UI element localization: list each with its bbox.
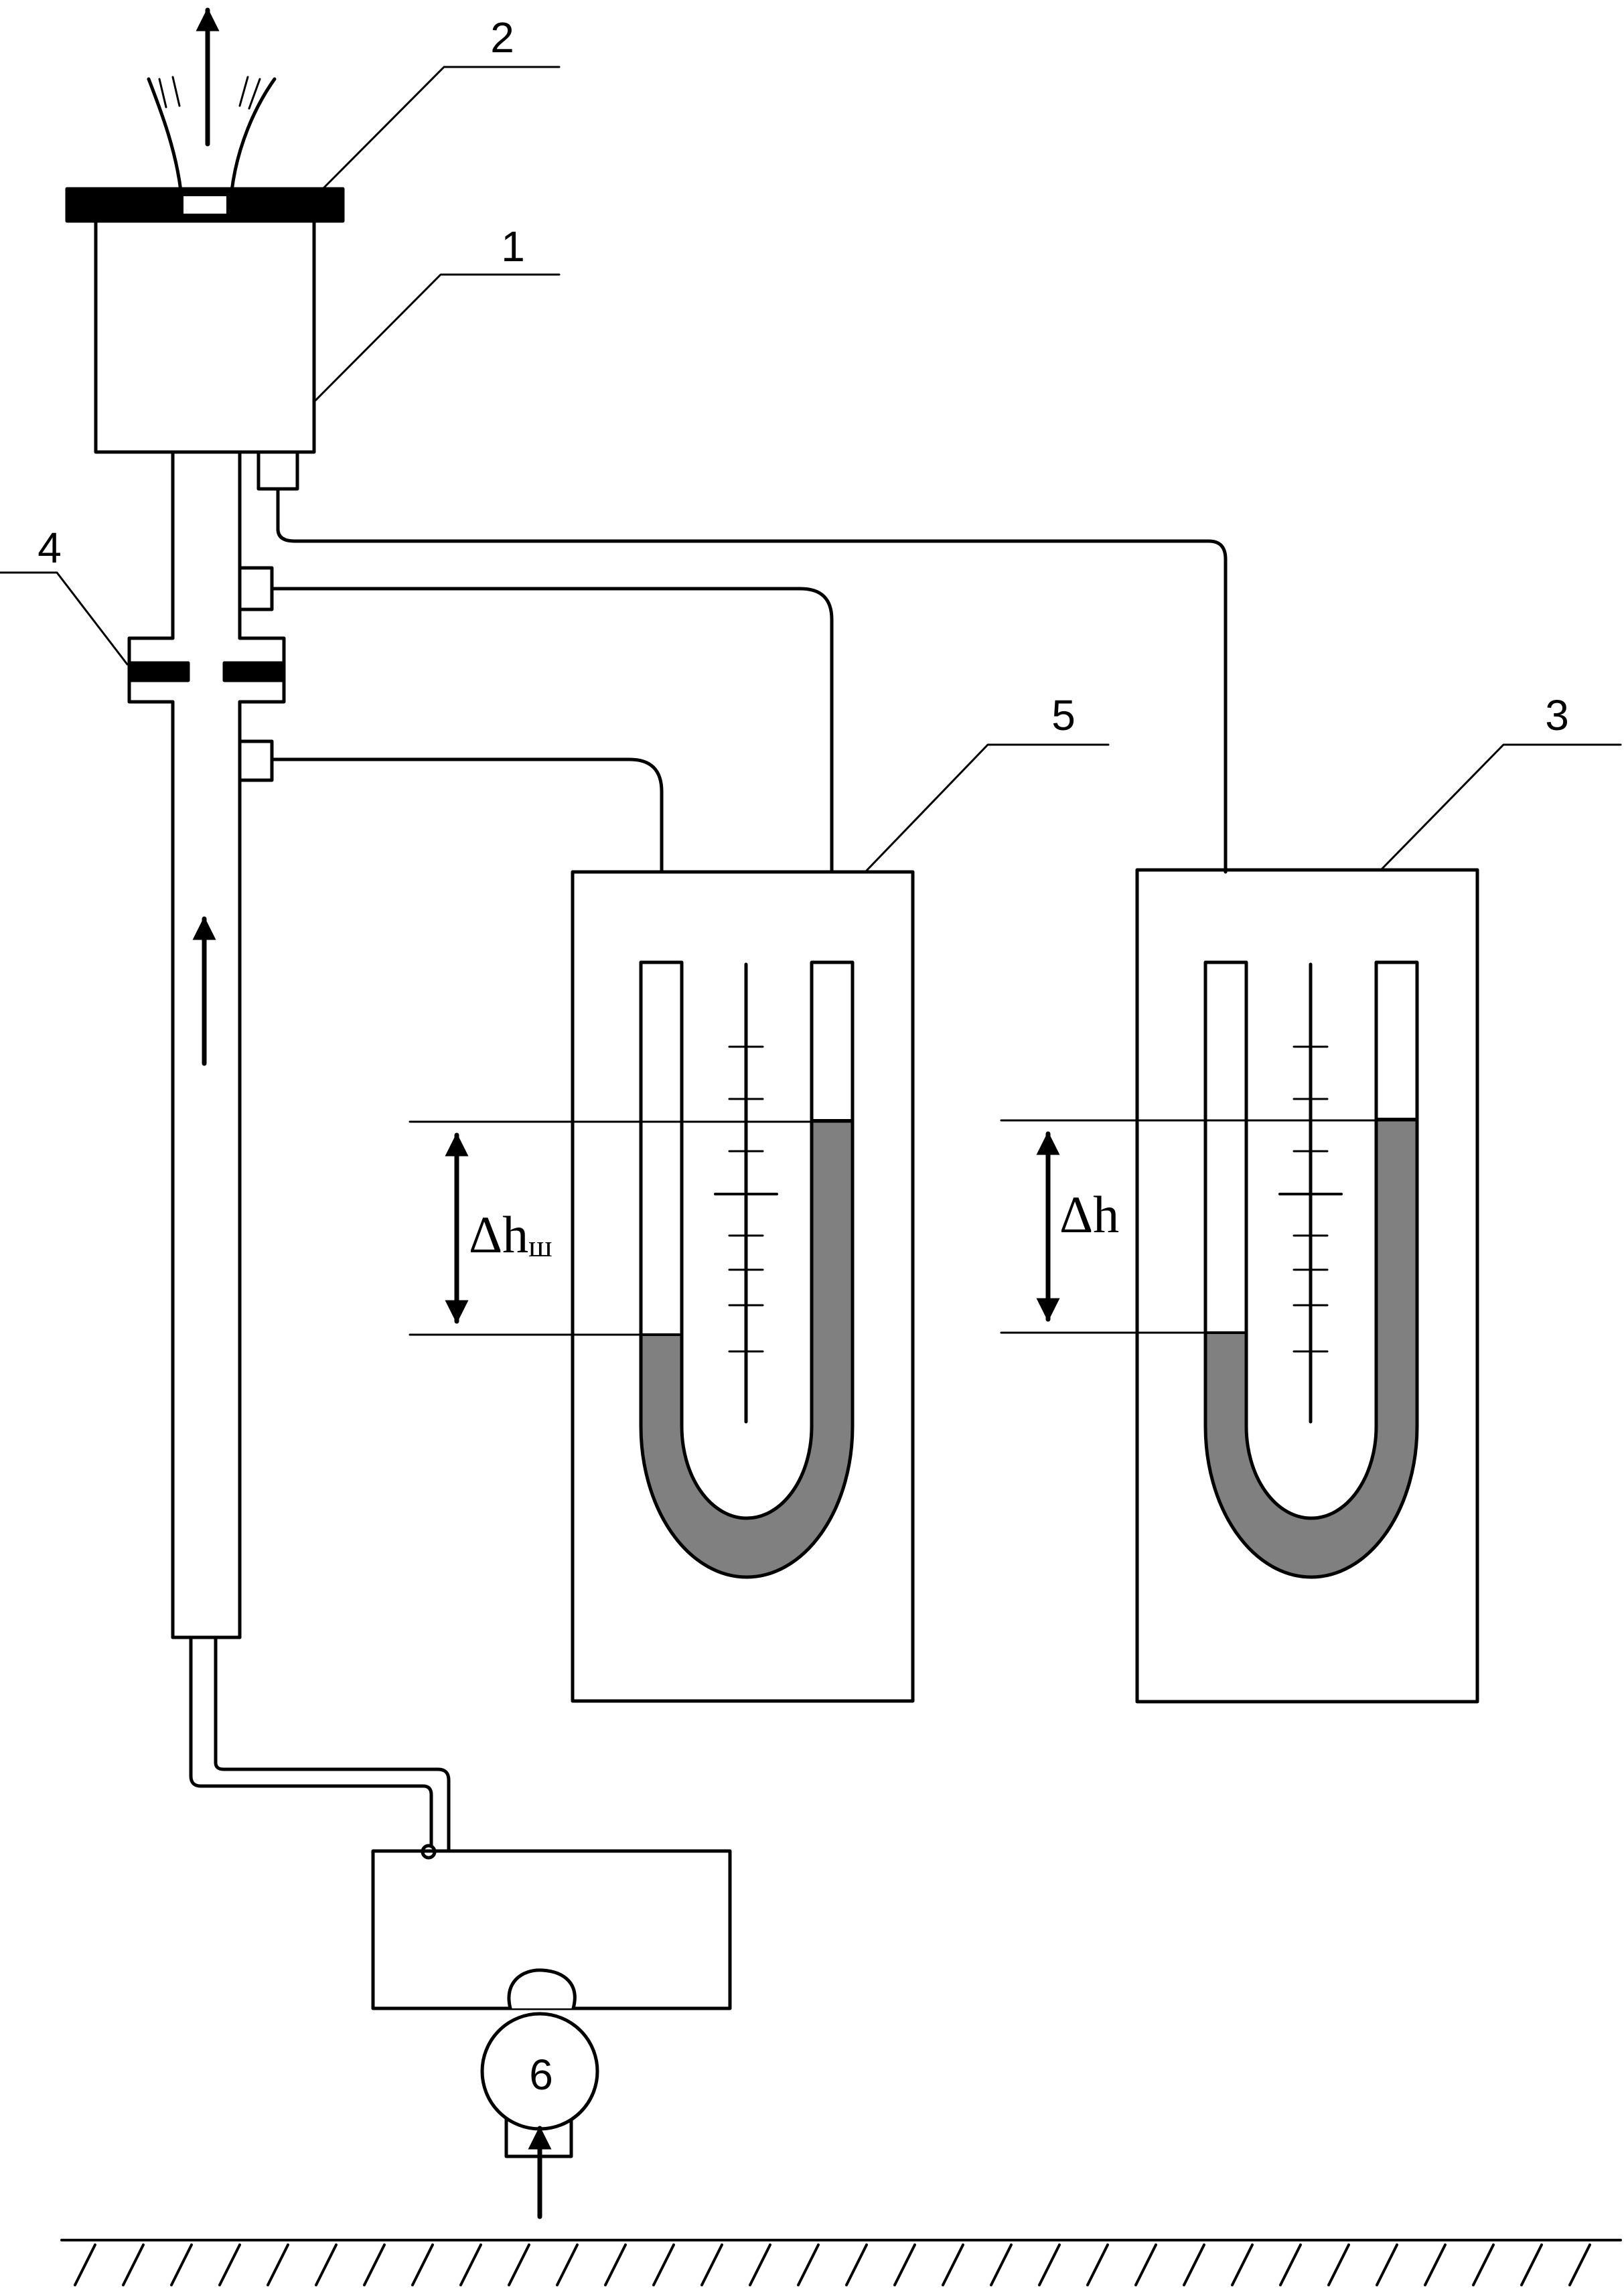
label-2: 2 xyxy=(490,13,514,62)
main-tube xyxy=(171,450,242,1639)
dimension-dh-right xyxy=(1000,1119,1418,1334)
top-plate-2 xyxy=(65,187,345,223)
label-5: 5 xyxy=(1051,691,1076,739)
dh-left-subscript: ш xyxy=(528,1229,552,1263)
dh-right-label: Δh xyxy=(1059,1185,1119,1244)
dimension-dh-left xyxy=(409,1120,854,1336)
label-3: 3 xyxy=(1545,691,1569,739)
line-upper-tap-to-manometer-5 xyxy=(270,587,834,874)
outlet-nozzle xyxy=(147,7,277,193)
leader-lines xyxy=(0,66,1622,873)
label-6: 6 xyxy=(529,2051,553,2099)
manometer-3 xyxy=(1135,868,1479,1704)
label-1: 1 xyxy=(501,222,525,271)
lower-pressure-tap xyxy=(238,739,274,782)
supply-hose xyxy=(189,1635,451,1852)
fan-6 xyxy=(480,1968,599,2219)
ground-hatch xyxy=(60,2239,1622,2286)
dh-left-main: Δh xyxy=(469,1205,528,1264)
upper-pressure-tap xyxy=(238,566,274,611)
line-vessel-to-manometer-3 xyxy=(276,487,1228,874)
vessel-1-tap xyxy=(256,450,299,491)
vessel-1 xyxy=(94,219,316,454)
dh-left-label: Δhш xyxy=(469,1205,552,1264)
line-lower-tap-to-manometer-5 xyxy=(270,757,664,874)
orifice-flange-4 xyxy=(127,636,286,704)
manometer-5 xyxy=(571,870,915,1703)
label-4: 4 xyxy=(38,524,62,572)
